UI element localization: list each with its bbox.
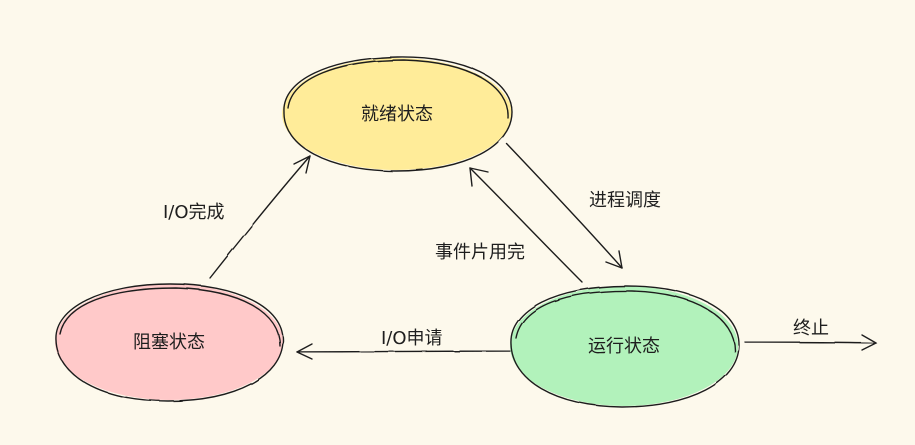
io-complete-label: I/O完成 [163,202,225,223]
edge-terminate: 终止 [744,318,877,351]
timeslice-label: 事件片用完 [435,242,525,263]
ready-state-node: 就绪状态 [282,56,513,172]
edge-io-request: I/O申请 [296,328,511,360]
schedule-label: 进程调度 [589,190,661,211]
edge-schedule: 进程调度 [506,143,661,269]
edge-timeslice: 事件片用完 [435,167,583,283]
running-state-node: 运行状态 [510,285,740,408]
edge-io-complete: I/O完成 [163,155,311,279]
running-state-label: 运行状态 [588,336,660,357]
blocked-state-label: 阻塞状态 [133,332,205,353]
ready-state-label: 就绪状态 [361,104,433,125]
io-request-label: I/O申请 [381,328,443,349]
blocked-state-node: 阻塞状态 [55,283,284,402]
terminate-label: 终止 [793,318,829,339]
